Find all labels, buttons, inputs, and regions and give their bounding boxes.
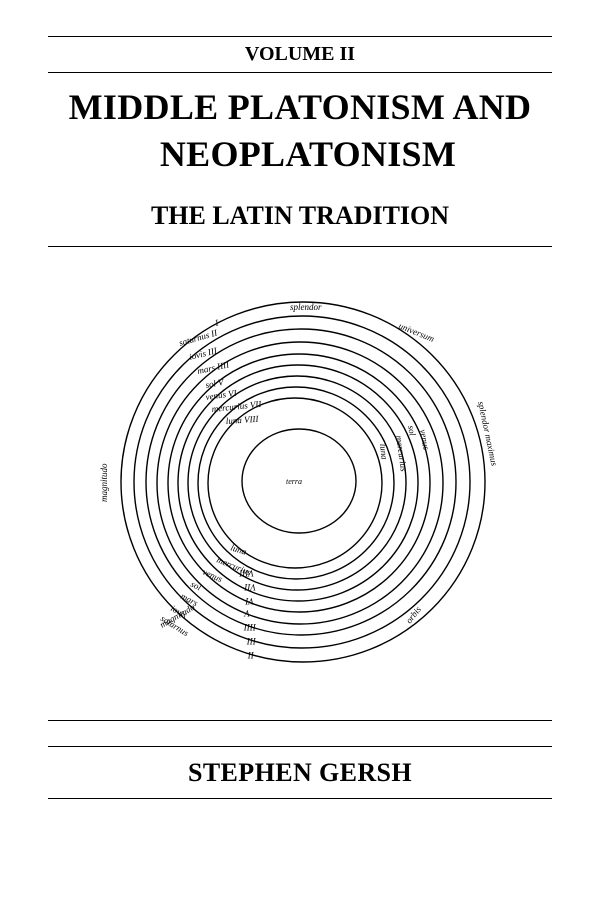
orbit-ring [156, 341, 444, 625]
outer-label-left: magnitudo [99, 463, 109, 502]
orbit-ring-outer [120, 301, 486, 663]
volume-rule [48, 72, 552, 73]
numeral-label: V [243, 608, 250, 618]
planet-label: mars IIII [196, 359, 231, 376]
planet-label: mercurius [394, 435, 409, 473]
planet-label: sol V [205, 377, 226, 390]
orbit-ring [167, 353, 431, 613]
author-name: STEPHEN GERSH [187, 758, 413, 787]
numeral-label: IIII [243, 622, 257, 632]
outer-label-top: splendor [290, 302, 322, 312]
lower-numerals: VIII VII VI V IIII III II [239, 568, 257, 660]
planet-label: venus [418, 429, 431, 451]
numeral-label: III [246, 636, 257, 646]
right-planet-labels: sol venus mercurius luna [378, 425, 432, 473]
author-rule-top-1 [48, 720, 552, 721]
center-label: terra [286, 477, 302, 486]
title-line-1: MIDDLE PLATONISM AND [68, 87, 532, 127]
earth-circle [241, 428, 357, 534]
cosmological-diagram: terra splendor magnitudo universum splen… [99, 301, 500, 663]
numeral-label: II [247, 650, 255, 660]
lower-planet-labels: luna mercurius venus sol mars iovis satu… [159, 542, 253, 638]
outer-label-right-bottom: orbis [404, 604, 424, 625]
planet-label: luna [378, 443, 390, 460]
planet-label: I [213, 317, 220, 328]
subtitle-rule [48, 246, 552, 247]
planet-label: luna [229, 542, 248, 557]
orbit-ring [177, 364, 419, 602]
orbit-rings [120, 301, 486, 663]
planet-label: saturnus II [178, 327, 219, 348]
volume-label: VOLUME II [244, 43, 356, 65]
planet-label: mercurius VII [211, 399, 263, 414]
numeral-label: VII [244, 582, 256, 592]
orbit-ring [133, 315, 471, 649]
subtitle: THE LATIN TRADITION [150, 201, 450, 230]
top-rule [48, 36, 552, 37]
planet-label: sol [406, 425, 418, 438]
numeral-label: VI [245, 596, 254, 606]
outer-label-right: splendor maximus [476, 400, 500, 467]
planet-label: venus [201, 567, 224, 585]
orbit-ring [197, 386, 395, 580]
planet-label: luna VIII [225, 414, 259, 426]
planet-label: venus VI [205, 388, 238, 402]
orbit-ring [187, 375, 407, 591]
numeral-label: VIII [239, 568, 254, 578]
orbit-ring-inner [207, 397, 383, 569]
author-rule-top-2 [48, 746, 552, 747]
planet-label: iovis III [188, 345, 219, 362]
orbit-ring [145, 328, 457, 636]
author-rule-bottom [48, 798, 552, 799]
title-line-2: NEOPLATONISM [159, 134, 457, 174]
planet-label: sol [189, 579, 203, 593]
